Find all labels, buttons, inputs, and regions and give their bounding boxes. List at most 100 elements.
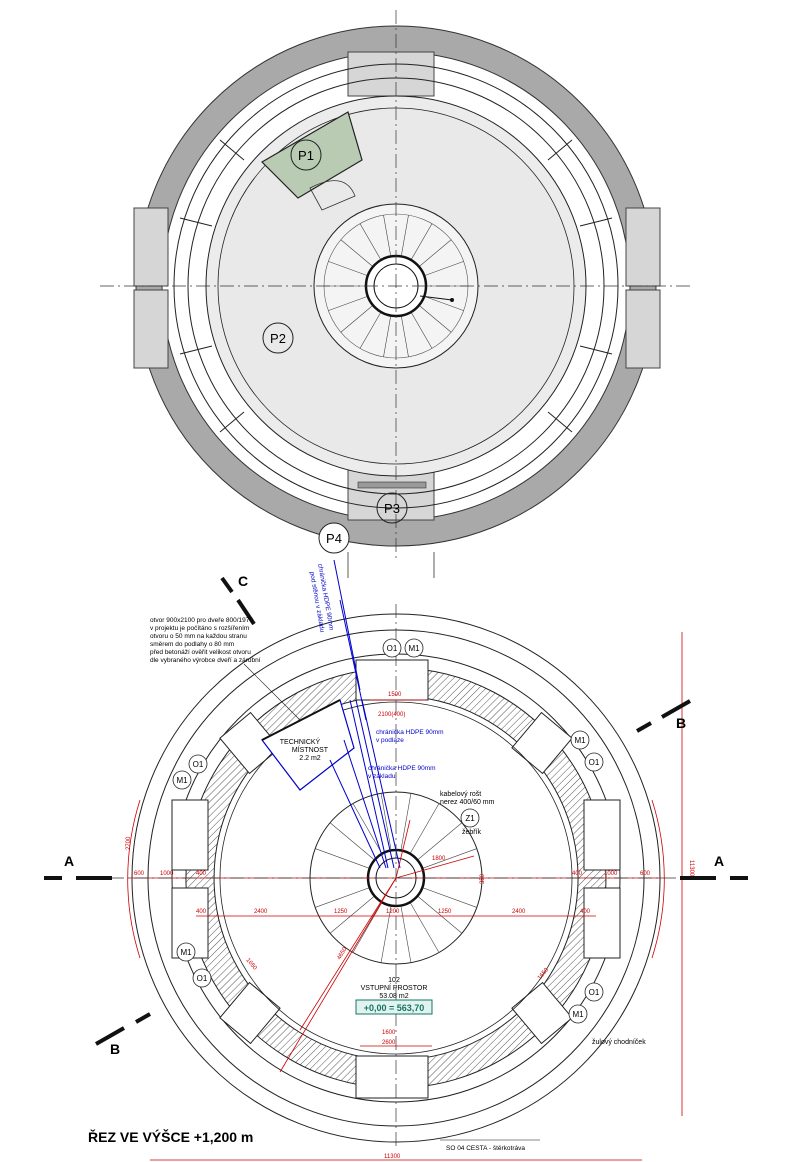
dim-1800: 1800 <box>432 856 446 862</box>
hdpe-label-4: v základu <box>368 773 396 780</box>
stair-tread <box>383 315 392 357</box>
label-p3-text: P3 <box>384 501 400 516</box>
bottom-plan: A A B B C O1 M1 M1 O1 M1 O1 M1 O1 M1 O1 … <box>44 559 748 1161</box>
window-code-o1-top: O1 <box>387 644 398 653</box>
stair-tread <box>410 311 433 349</box>
stair-tread <box>422 848 477 869</box>
dim-1650-left: 1650 <box>244 957 258 972</box>
dim-2600: 2600 <box>382 1040 396 1046</box>
section-a-right: A <box>714 853 724 869</box>
window-code-m1-left: M1 <box>176 776 188 785</box>
radial-partitions <box>179 139 613 433</box>
dim-1000-right: 1000 <box>604 871 618 877</box>
cable-tray-line1: kabelový rošt <box>440 791 481 798</box>
window-code-m1-top: M1 <box>408 644 420 653</box>
axis-lines-top <box>100 10 694 560</box>
stair-tread <box>410 223 433 261</box>
dim-600-left: 600 <box>134 871 145 877</box>
window-code-m1-br: M1 <box>572 1010 584 1019</box>
window-code-o1-right: O1 <box>589 758 600 767</box>
note-line-1: otvor 900x2100 pro dveře 800/1970 <box>150 617 253 624</box>
stair-tread <box>329 895 375 934</box>
stair-tread <box>409 803 440 854</box>
label-p1: P1 <box>290 139 322 171</box>
dim-400-br: 400 <box>580 909 591 915</box>
dim-1000-left: 1000 <box>160 871 174 877</box>
stair-tread <box>340 239 374 267</box>
label-p4-text: P4 <box>326 531 342 546</box>
label-p3: P3 <box>376 492 408 524</box>
dim-11300-vertical: 11300 <box>688 860 694 877</box>
stair-tread <box>315 848 370 869</box>
dim-400-right: 400 <box>572 871 583 877</box>
room-area: 53.08 m2 <box>379 993 408 1000</box>
section-b-bottom: B <box>110 1041 120 1057</box>
stair-tread <box>359 223 382 261</box>
section-c: C <box>238 573 248 589</box>
note-line-2: v projektu je počítáno s rozšířením <box>150 625 249 632</box>
ladder-name: žebřík <box>462 829 482 836</box>
door-swing-p1 <box>309 180 356 211</box>
window-code-texts: O1 M1 M1 O1 M1 O1 M1 O1 M1 O1 Z1 <box>176 644 599 1019</box>
dim-600-right: 600 <box>640 871 651 877</box>
stair-tread <box>340 305 374 333</box>
section-b-top: B <box>676 715 686 731</box>
stair-tread <box>400 793 412 851</box>
stair-tread <box>329 822 375 861</box>
note-line-4: směrem do podlahy o 80 mm <box>150 641 234 648</box>
section-mark-lines <box>44 576 748 1046</box>
hdpe-label-2: v podlaze <box>376 737 404 744</box>
stair-tread <box>409 902 440 953</box>
stair-tread <box>352 902 383 953</box>
window-bays <box>133 51 661 521</box>
stair-tread <box>424 295 464 311</box>
top-plan: P1 P2 P3 P4 <box>100 10 694 578</box>
path-label: žulový chodníček <box>592 1039 646 1046</box>
note-line-3: otvoru o 50 mm na každou stranu <box>150 633 247 640</box>
stair-tread <box>400 215 409 257</box>
stair-tread <box>417 895 463 934</box>
stair-tread <box>417 822 463 861</box>
room-p1 <box>261 111 363 199</box>
stair-tread <box>315 887 370 908</box>
window-code-m1-bl: M1 <box>180 948 192 957</box>
equipment-labels: kabelový rošt nerez 400/60 mm žebřík <box>440 791 495 836</box>
stair-tread <box>352 803 383 854</box>
section-title: ŘEZ VE VÝŠCE +1,200 m <box>88 1128 253 1145</box>
dim-2400-left: 2400 <box>254 909 268 915</box>
room-number: 102 <box>388 977 400 984</box>
window-code-circles <box>172 638 604 1024</box>
entrance-threshold <box>357 481 427 489</box>
dim-2100-400: 2100(400) <box>378 712 405 718</box>
dim-400-bl: 400 <box>196 909 207 915</box>
window-openings <box>171 659 621 1099</box>
window-code-o1-bl: O1 <box>197 974 208 983</box>
hdpe-pipes <box>329 559 401 869</box>
dim-400-left: 400 <box>196 871 207 877</box>
room-level: +0,00 = 563,70 <box>364 1003 425 1013</box>
stair-tread <box>328 261 368 277</box>
section-a-left: A <box>64 853 74 869</box>
dim-11300-horizontal: 11300 <box>384 1154 401 1160</box>
room-label: 102 VSTUPNÍ PROSTOR 53.08 m2 +0,00 = 563… <box>355 977 433 1015</box>
note-line-6: dle vybraného výrobce dveří a zárubní <box>150 657 261 664</box>
dim-1600: 1600 <box>382 1030 396 1036</box>
hdpe-label-3: chránička HDPE 90mm <box>368 765 436 772</box>
road-label: SO 04 CESTA - štěrkotráva <box>446 1145 525 1152</box>
dim-1200: 1200 <box>386 909 400 915</box>
label-p4: P4 <box>318 522 350 554</box>
tech-room-line3: 2.2 m2 <box>299 755 321 762</box>
stair-tread <box>380 905 392 963</box>
note-line-5: před betonáží ověřit velikost otvoru <box>150 649 251 656</box>
room-name: VSTUPNÍ PROSTOR <box>361 983 428 992</box>
dim-1250-right: 1250 <box>438 909 452 915</box>
stair-tread <box>422 887 477 908</box>
stair-tread <box>400 315 409 357</box>
dim-1250-left: 1250 <box>334 909 348 915</box>
tech-room-line1: TECHNICKÝ <box>280 737 321 746</box>
cable-tray-line2: nerez 400/60 mm <box>440 799 495 806</box>
door-note: otvor 900x2100 pro dveře 800/1970 v proj… <box>150 617 261 664</box>
stair-tread <box>383 215 392 257</box>
dim-2700: 2700 <box>126 836 132 850</box>
